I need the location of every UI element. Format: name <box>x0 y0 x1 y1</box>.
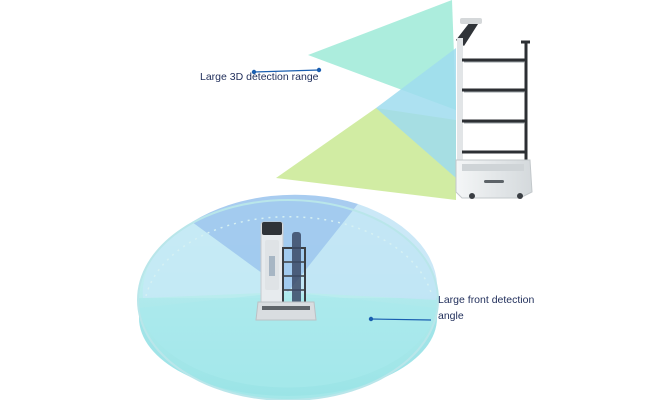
robot-disc-base <box>255 301 317 321</box>
robot-head-top <box>460 18 482 24</box>
robot-rear-column <box>292 232 301 304</box>
service-robot-top-view <box>255 221 317 321</box>
label-front-detection-angle: Large front detection angle <box>438 294 535 322</box>
service-robot-side-view <box>455 18 533 199</box>
disc-left-wedge <box>142 222 288 298</box>
disc-rim <box>137 199 439 400</box>
disc-front-sector <box>139 292 437 388</box>
robot-base-band <box>462 164 524 171</box>
cone-overlap-region <box>376 48 456 178</box>
label-3d-detection-range: Large 3D detection range <box>200 71 319 83</box>
robot-wheel-front <box>469 193 475 199</box>
robot-trays <box>462 40 530 160</box>
front-detection-disc <box>137 194 439 400</box>
robot-front-display <box>269 256 275 276</box>
disc-inner-rim <box>145 216 433 297</box>
robot-base-strip <box>262 306 310 310</box>
pointer-front-angle <box>368 316 432 322</box>
disc-right-wedge <box>288 204 438 300</box>
pointer-3d-detection <box>251 67 322 75</box>
robot-wheel-back <box>517 193 523 199</box>
robot-tray-rails <box>464 61 524 124</box>
robot-upright <box>457 38 463 162</box>
robot-sensor-slot <box>484 180 504 183</box>
robot-top-screen <box>262 222 282 235</box>
detection-cones-group <box>276 0 456 200</box>
